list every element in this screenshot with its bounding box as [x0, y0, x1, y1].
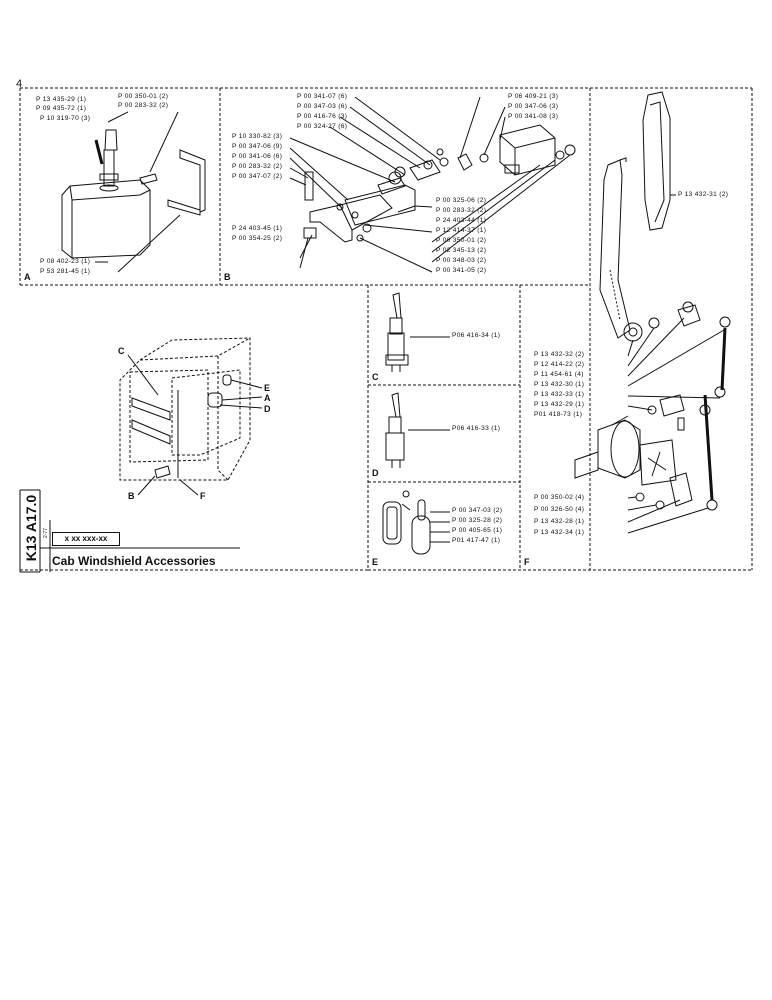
part-label: P 00 354-25 (2) — [232, 235, 283, 242]
cab-callout-c: C — [118, 346, 125, 356]
part-label: P 00 341-06 (6) — [232, 153, 283, 160]
part-label: P 13 432-28 (1) — [534, 518, 585, 525]
part-label: P 00 326-50 (4) — [534, 506, 585, 513]
part-label: P 10 319-70 (3) — [40, 115, 91, 122]
section-b-label: B — [224, 272, 231, 282]
part-label: P 00 347-07 (2) — [232, 173, 283, 180]
section-d-label: D — [372, 468, 379, 478]
part-label: P 00 347-06 (9) — [232, 143, 283, 150]
section-f-label: F — [524, 557, 530, 567]
part-label: P 00 416-76 (3) — [297, 113, 348, 120]
part-label: P 00 350-01 (2) — [436, 237, 487, 244]
part-label: P 13 432-30 (1) — [534, 381, 585, 388]
cab-callout-e: E — [264, 383, 271, 393]
section-a-label: A — [24, 272, 31, 282]
document-code: K13 A17.0 — [23, 494, 39, 562]
part-label: P 13 432-33 (1) — [534, 391, 585, 398]
part-label: P01 417-47 (1) — [452, 537, 501, 544]
part-label: P 00 347-06 (3) — [508, 103, 559, 110]
part-label: P 24 403-44 (1) — [436, 217, 487, 224]
part-label: P 13 432-32 (2) — [534, 351, 585, 358]
part-label: P 00 405-65 (1) — [452, 527, 503, 534]
part-label: P06 416-33 (1) — [452, 425, 501, 432]
section-e-label: E — [372, 557, 379, 567]
cab-callout-d: D — [264, 404, 271, 414]
part-label: P 12 414-37 (1) — [436, 227, 487, 234]
page-title: Cab Windshield Accessories — [52, 554, 216, 568]
part-label: P 00 350-02 (4) — [534, 494, 585, 501]
part-label: P 00 347-03 (2) — [452, 507, 503, 514]
part-label: P 00 347-03 (6) — [297, 103, 348, 110]
part-label: P 00 350-01 (2) — [118, 93, 169, 100]
part-label: P06 416-34 (1) — [452, 332, 501, 339]
document-date: 2-77 — [43, 527, 50, 539]
part-label: P 00 341-07 (6) — [297, 93, 348, 100]
part-label: P 13 432-34 (1) — [534, 529, 585, 536]
part-label: P 00 341-08 (3) — [508, 113, 559, 120]
part-label: P 06 409-21 (3) — [508, 93, 559, 100]
part-label: P 02 345-13 (2) — [436, 247, 487, 254]
cab-callout-b: B — [128, 491, 135, 501]
part-label: P 12 414-22 (2) — [534, 361, 585, 368]
part-label: P 24 403-45 (1) — [232, 225, 283, 232]
part-label: P 13 435-29 (1) — [36, 96, 87, 103]
part-label: P 13 432-29 (1) — [534, 401, 585, 408]
reference-number: x xx xxx-xx — [52, 532, 120, 546]
section-c-label: C — [372, 372, 379, 382]
part-label: P 00 325-06 (2) — [436, 197, 487, 204]
part-label: P 53 281-45 (1) — [40, 268, 91, 275]
part-label: P 00 325-28 (2) — [452, 517, 503, 524]
page-number: 4 — [16, 78, 23, 90]
part-label: P 10 330-82 (3) — [232, 133, 283, 140]
cab-callout-f: F — [200, 491, 206, 501]
part-label: P 00 324-27 (6) — [297, 123, 348, 130]
part-label: P 09 435-72 (1) — [36, 105, 87, 112]
part-label: P 00 341-05 (2) — [436, 267, 487, 274]
cab-callout-a: A — [264, 393, 271, 403]
part-label: P 11 454-61 (4) — [534, 371, 584, 378]
part-label: P01 418-73 (1) — [534, 411, 583, 418]
part-label: P 00 283-32 (2) — [118, 102, 169, 109]
part-label: P 00 283-32 (2) — [232, 163, 283, 170]
part-label: P 13 432-31 (2) — [678, 191, 729, 198]
part-label: P 00 348-03 (2) — [436, 257, 487, 264]
part-label: P 00 283-32 (2) — [436, 207, 487, 214]
part-label: P 08 402-23 (1) — [40, 258, 91, 265]
